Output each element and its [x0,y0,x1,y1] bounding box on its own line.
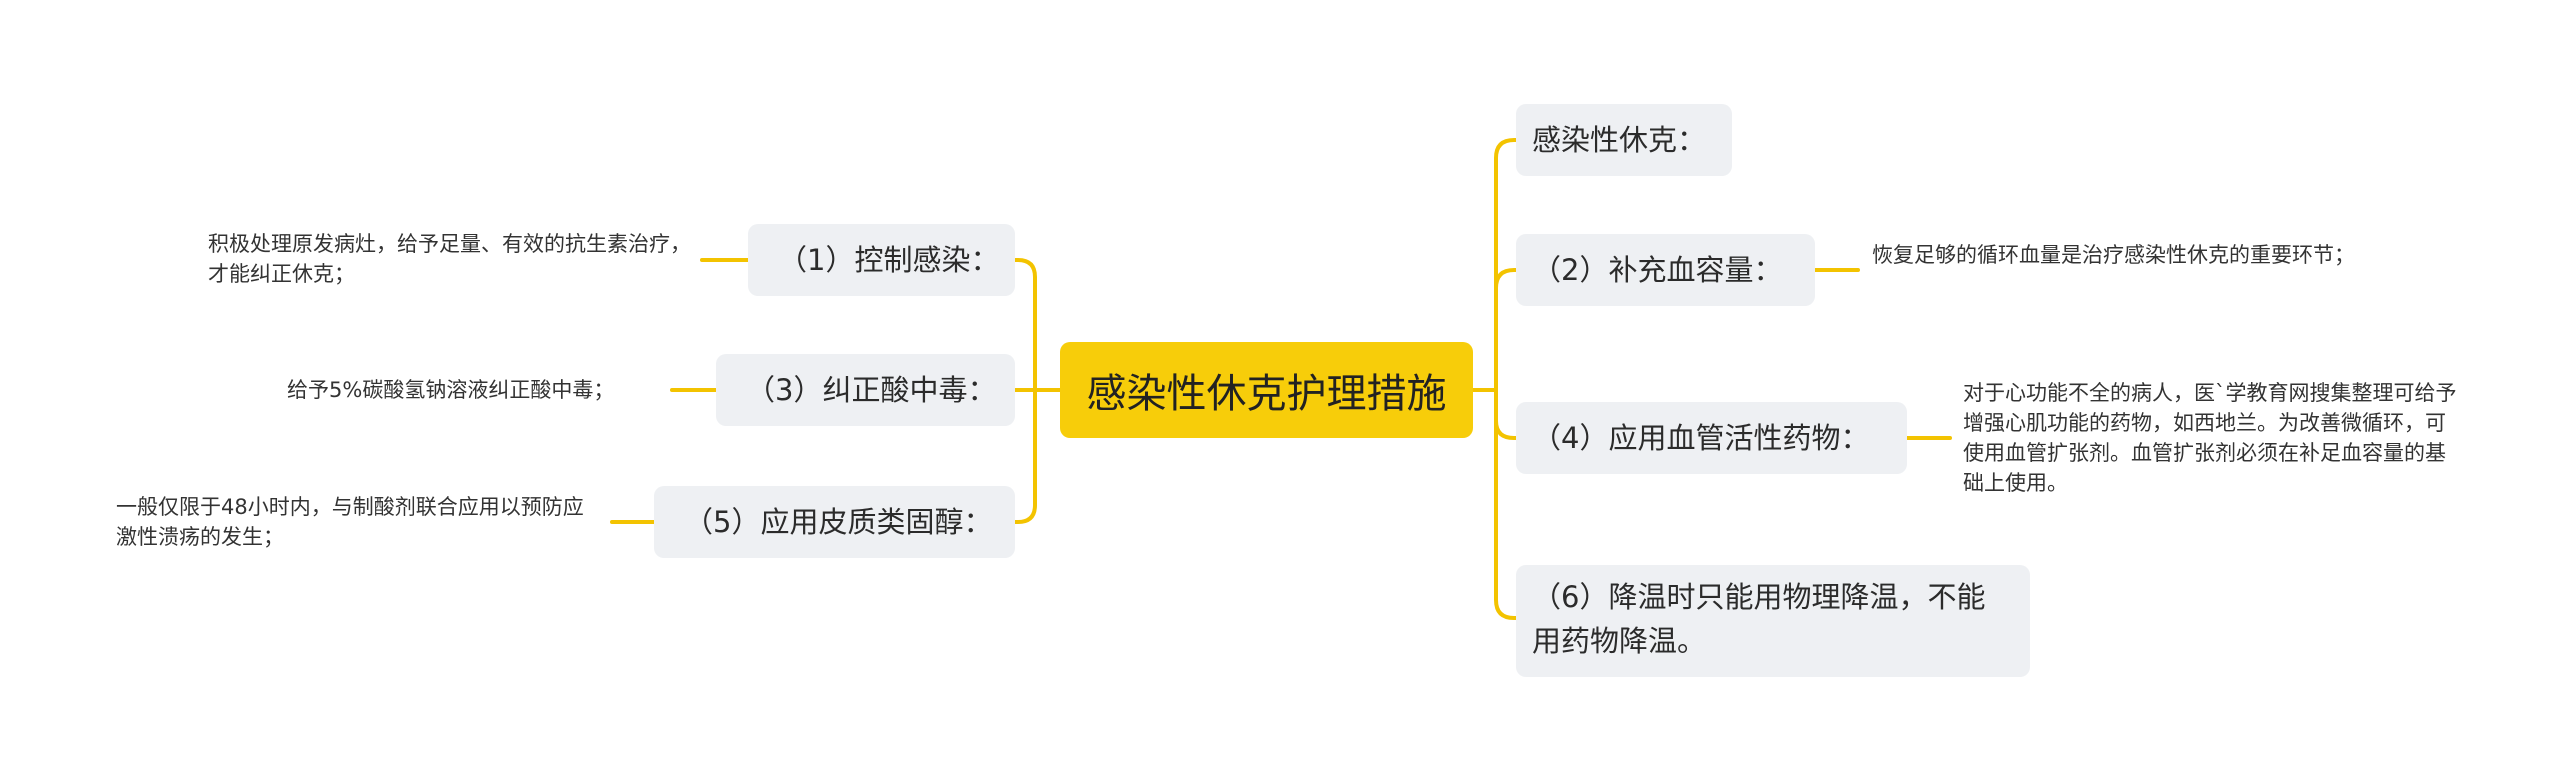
branch-corticosteroids[interactable]: （5）应用皮质类固醇： [654,486,1015,558]
connector-b5 [1013,388,1037,524]
detail-correct-acidosis: 给予5%碳酸氢钠溶液纠正酸中毒； [287,378,615,402]
branch-control-infection[interactable]: （1）控制感染： [748,224,1015,296]
connector-b2 [1494,268,1518,392]
connector-b6 [1494,388,1518,620]
detail-control-infection: 积极处理原发病灶，给予足量、有效的抗生素治疗，才能纠正休克； [208,232,691,286]
branch-correct-acidosis[interactable]: （3）纠正酸中毒： [716,354,1015,426]
connector-b1 [1013,258,1037,392]
connector-b0 [1494,138,1518,392]
branch-septic-shock[interactable]: 感染性休克： [1516,104,1732,176]
branch-vasoactive-drugs[interactable]: （4）应用血管活性药物： [1516,402,1907,474]
detail-corticosteroids: 一般仅限于48小时内，与制酸剂联合应用以预防应激性溃疡的发生； [116,495,584,549]
connector-b4 [1494,388,1518,440]
branch-physical-cooling[interactable]: （6）降温时只能用物理降温，不能用药物降温。 [1516,565,2030,677]
branch-blood-volume[interactable]: （2）补充血容量： [1516,234,1815,306]
detail-blood-volume: 恢复足够的循环血量是治疗感染性休克的重要环节； [1872,243,2355,267]
central-topic[interactable]: 感染性休克护理措施 [1060,342,1473,438]
detail-vasoactive-drugs: 对于心功能不全的病人，医`学教育网搜集整理可给予增强心肌功能的药物，如西地兰。为… [1963,381,2457,495]
